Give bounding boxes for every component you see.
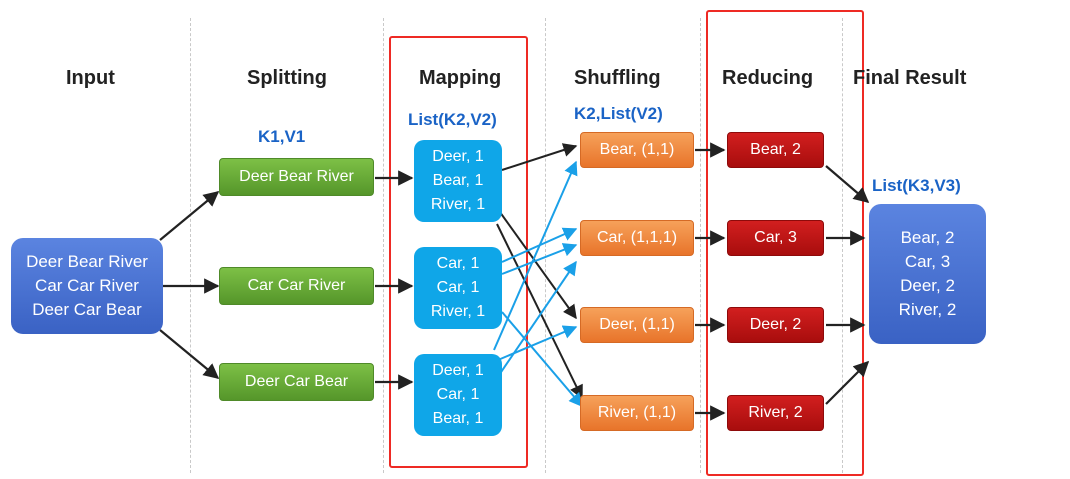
map-line: Bear, 1 — [432, 410, 484, 427]
shuffle-box-deer: Deer, (1,1) — [580, 307, 694, 343]
input-line: Deer Car Bear — [32, 300, 142, 319]
split-box-2: Car Car River — [219, 267, 374, 305]
mapping-highlight-frame — [389, 36, 528, 468]
column-separator — [842, 18, 843, 473]
map-line: River, 1 — [430, 196, 486, 213]
shuffle-box-car: Car, (1,1,1) — [580, 220, 694, 256]
final-line: Car, 3 — [904, 252, 951, 271]
map-box-1: Deer, 1 Bear, 1 River, 1 — [414, 140, 502, 222]
map-box-3: Deer, 1 Car, 1 Bear, 1 — [414, 354, 502, 436]
header-mapping: Mapping — [419, 67, 502, 89]
arrow-map1-to-river — [496, 223, 583, 400]
input-line: Deer Bear River — [26, 252, 148, 271]
kv-label-shuffling: K2,List(V2) — [574, 104, 663, 123]
header-shuffling: Shuffling — [574, 67, 661, 89]
arrow-reduce-to-final-4 — [825, 360, 870, 405]
header-input: Input — [66, 67, 115, 89]
column-separator — [383, 18, 384, 473]
input-box: Deer Bear River Car Car River Deer Car B… — [11, 238, 163, 334]
shuffle-box-bear: Bear, (1,1) — [580, 132, 694, 168]
column-separator — [700, 18, 701, 473]
split-box-3: Deer Car Bear — [219, 363, 374, 401]
map-line: River, 1 — [430, 303, 486, 320]
arrow-input-to-split-3 — [159, 329, 220, 379]
map-box-2: Car, 1 Car, 1 River, 1 — [414, 247, 502, 329]
arrow-map2-to-car-b — [501, 243, 578, 275]
column-separator — [545, 18, 546, 473]
final-line: Bear, 2 — [900, 228, 955, 247]
kv-label-splitting: K1,V1 — [258, 127, 306, 146]
kv-label-mapping: List(K2,V2) — [408, 110, 497, 129]
header-final-result: Final Result — [853, 67, 967, 89]
input-line: Car Car River — [35, 276, 139, 295]
arrow-input-to-split-1 — [159, 191, 220, 241]
reduce-box-deer: Deer, 2 — [727, 307, 824, 343]
arrow-map2-to-river — [501, 311, 583, 408]
header-reducing: Reducing — [722, 67, 814, 89]
map-line: Deer, 1 — [432, 362, 484, 379]
map-line: Car, 1 — [436, 255, 480, 272]
map-line: Car, 1 — [436, 386, 480, 403]
map-line: Bear, 1 — [432, 172, 484, 189]
header-splitting: Splitting — [247, 67, 327, 89]
arrow-map3-to-car — [496, 260, 577, 379]
split-box-1: Deer Bear River — [219, 158, 374, 196]
arrow-reduce-to-final-1 — [825, 165, 870, 204]
final-line: River, 2 — [898, 300, 957, 319]
column-separator — [190, 18, 191, 473]
map-line: Deer, 1 — [432, 148, 484, 165]
final-line: Deer, 2 — [900, 276, 955, 295]
arrow-map3-to-deer — [497, 325, 578, 361]
final-result-box: Bear, 2 Car, 3 Deer, 2 River, 2 — [869, 204, 986, 344]
reduce-box-car: Car, 3 — [727, 220, 824, 256]
reduce-box-river: River, 2 — [727, 395, 824, 431]
arrow-map1-to-bear — [501, 143, 578, 171]
map-line: Car, 1 — [436, 279, 480, 296]
reduce-box-bear: Bear, 2 — [727, 132, 824, 168]
shuffle-box-river: River, (1,1) — [580, 395, 694, 431]
arrow-map3-to-bear — [493, 160, 578, 351]
kv-label-final: List(K3,V3) — [872, 176, 961, 195]
arrow-map1-to-deer — [496, 207, 577, 320]
